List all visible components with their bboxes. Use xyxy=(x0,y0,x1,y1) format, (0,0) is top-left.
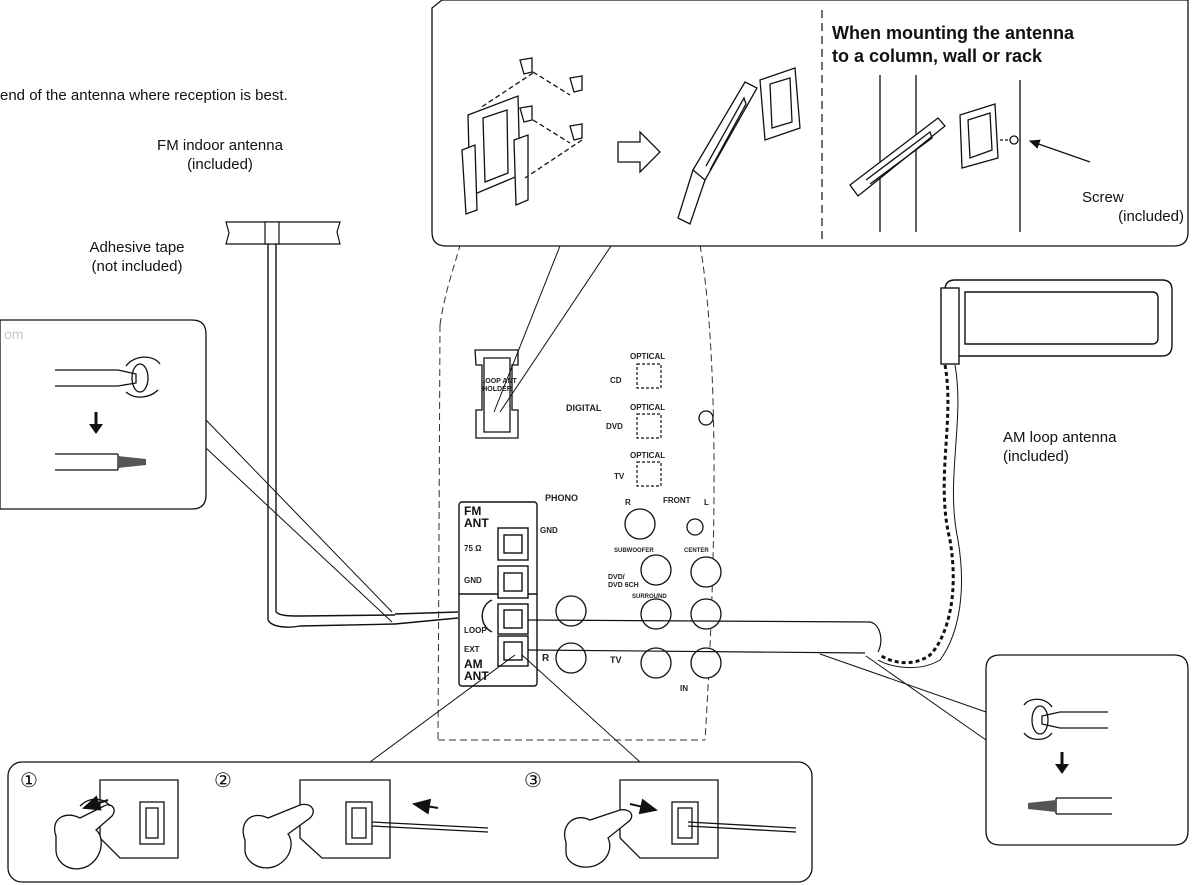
cd-label: CD xyxy=(610,376,622,385)
am-cable-wires xyxy=(527,619,882,654)
optical-label-dvd: OPTICAL xyxy=(630,403,666,412)
leader-lines-left xyxy=(205,419,393,623)
step-2-illustration xyxy=(242,779,489,869)
optical-label-cd: OPTICAL xyxy=(630,352,666,361)
fm-antenna-label-line2: (included) xyxy=(187,156,253,173)
fm-wire-stripping-inset xyxy=(0,319,207,510)
front-label: FRONT xyxy=(663,496,691,505)
fm-ant-line1: FM xyxy=(464,504,482,518)
step-3-number: ③ xyxy=(524,770,542,792)
loop-ant-holder-label: LOOP ANT HOLDER xyxy=(481,378,517,394)
fm-ant-label: FM ANT xyxy=(464,505,489,529)
digital-label: DIGITAL xyxy=(566,403,602,413)
watermark-fragment: om xyxy=(4,326,24,342)
surround-label: SURROUND xyxy=(632,594,667,600)
center-label: CENTER xyxy=(684,548,709,554)
am-ant-line1: AM xyxy=(464,657,483,671)
terminal-steps-inset xyxy=(7,654,813,883)
gnd-terminal-label: GND xyxy=(464,576,482,585)
ohm-label: 75 Ω xyxy=(464,544,482,553)
loop-ant-holder-line2: HOLDER xyxy=(482,386,512,393)
dvd-6ch-line1: DVD/ xyxy=(608,574,625,581)
screw-label-line2: (included) xyxy=(1118,208,1184,225)
gnd-label: GND xyxy=(540,526,558,535)
antenna-terminal-block xyxy=(458,501,538,687)
fm-ant-line2: ANT xyxy=(464,516,489,530)
receiver-rear-panel xyxy=(437,244,715,741)
mounting-title: When mounting the antenna to a column, w… xyxy=(832,22,1074,68)
adhesive-tape-label-line1: Adhesive tape xyxy=(89,239,185,256)
am-wire-stripping-inset xyxy=(985,654,1189,846)
am-loop-label-line1: AM loop antenna xyxy=(1003,429,1117,446)
am-ant-line2: ANT xyxy=(464,669,489,683)
am-ant-label: AM ANT xyxy=(464,658,489,682)
loop-ant-holder-line1: LOOP ANT xyxy=(481,378,517,385)
adhesive-tape-label-line2: (not included) xyxy=(91,258,183,275)
subwoofer-label: SUBWOOFER xyxy=(614,548,654,554)
in-label: IN xyxy=(680,684,688,693)
optical-label-tv: OPTICAL xyxy=(630,451,666,460)
adhesive-tape-label: Adhesive tape (not included) xyxy=(52,238,222,276)
step-1-number: ① xyxy=(20,770,38,792)
phono-label: PHONO xyxy=(545,493,579,503)
ext-label: EXT xyxy=(464,645,480,654)
fm-antenna-label: FM indoor antenna (included) xyxy=(100,136,340,174)
dvd-6ch-label: DVD/ DVD 6CH xyxy=(608,574,639,590)
optical-ports xyxy=(636,363,662,487)
callout-top xyxy=(493,245,612,413)
leader-lines-right xyxy=(819,653,987,741)
dvd-label: DVD xyxy=(606,422,623,431)
mounting-title-line1: When mounting the antenna xyxy=(832,23,1074,43)
am-loop-antenna xyxy=(877,279,1173,669)
mounting-title-line2: to a column, wall or rack xyxy=(832,46,1043,66)
am-loop-label: AM loop antenna (included) xyxy=(1003,428,1116,466)
front-l-label: L xyxy=(704,498,709,507)
adhesive-tape xyxy=(225,221,341,245)
tv-bottom-label: TV xyxy=(610,655,622,665)
mounting-instructions-inset xyxy=(431,0,1189,247)
fm-antenna-label-line1: FM indoor antenna xyxy=(157,137,283,154)
step-2-number: ② xyxy=(214,770,232,792)
tv-label: TV xyxy=(614,472,625,481)
screw-label-line1: Screw xyxy=(1082,189,1124,206)
loop-label: LOOP xyxy=(464,626,487,635)
intro-text: end of the antenna where reception is be… xyxy=(0,87,288,104)
am-loop-label-line2: (included) xyxy=(1003,448,1069,465)
step-1-illustration xyxy=(54,779,179,870)
loop-antenna-holder xyxy=(474,349,519,439)
front-r-label: R xyxy=(625,498,631,507)
r-bottom-label: R xyxy=(542,653,550,664)
screw-label: Screw (included) xyxy=(1060,188,1184,226)
dvd-6ch-line2: DVD 6CH xyxy=(608,582,639,589)
fm-indoor-antenna xyxy=(267,222,459,628)
